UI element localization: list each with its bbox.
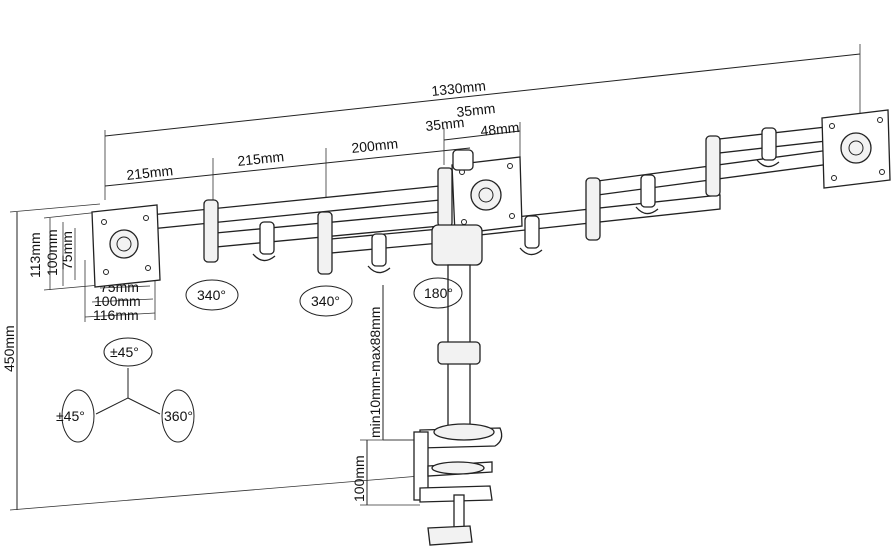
label-35mm: 35mm [425,114,465,134]
dimension-vesa-vertical: 113mm 100mm 75mm [27,211,101,291]
label-48mm: 48mm [480,119,520,139]
label-100mm-v: 100mm [44,229,60,276]
rotation-axis-diagram: ±45° ±45° 360° [56,337,195,443]
label-340-a: 340° [197,287,226,303]
right-arm [469,125,836,256]
right-vesa-plate [821,109,891,189]
dimension-total-height: 450mm [1,203,421,511]
dimension-total-width: 1330mm [104,44,861,200]
label-215mm-b: 215mm [237,148,285,169]
center-vesa-plate [437,156,523,235]
label-1330mm: 1330mm [431,77,487,99]
dimension-head: 35mm 35mm 48mm [425,100,521,165]
rotation-joint-1: 340° [185,279,239,311]
label-tilt: ±45° [110,344,139,360]
label-200mm: 200mm [351,135,399,156]
label-113mm: 113mm [27,232,43,278]
label-340-b: 340° [311,293,340,309]
left-vesa-plate [91,204,161,288]
rotation-joint-2: 340° [299,285,353,317]
label-35mm-top: 35mm [456,100,496,120]
dimension-clamp: min10mm-max88mm 100mm [351,285,420,506]
label-clamp-range: min10mm-max88mm [367,307,383,438]
label-100mm-clamp: 100mm [351,455,367,502]
rotation-center: 180° [413,277,463,309]
pole-and-clamp [413,149,503,546]
dimension-arm-segments: 215mm 215mm 200mm [104,135,471,210]
label-215mm-a: 215mm [126,162,174,183]
label-75mm-v: 75mm [59,231,75,270]
label-100mm-h: 100mm [94,293,141,309]
label-swivel: ±45° [56,408,85,424]
label-180: 180° [424,285,453,301]
label-rotate: 360° [164,408,193,424]
label-450mm: 450mm [1,325,17,372]
left-arm [149,185,441,275]
label-116mm: 116mm [93,307,139,323]
